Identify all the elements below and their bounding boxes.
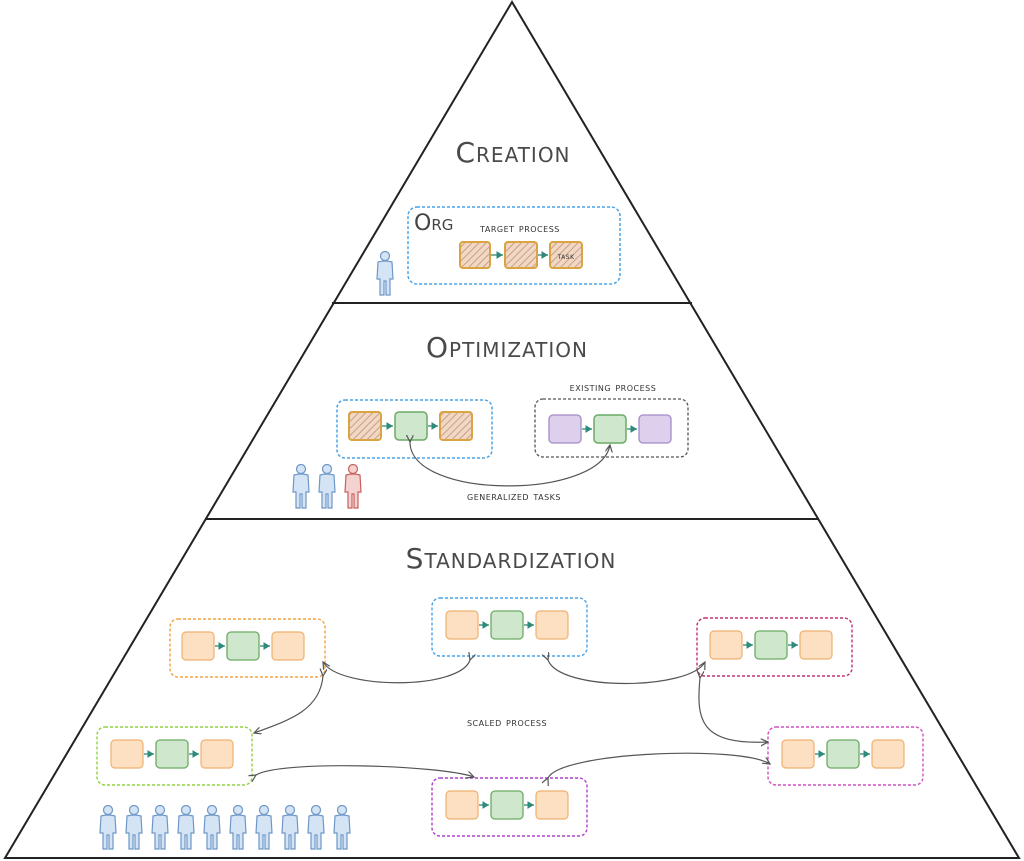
existing-process-label: existing process xyxy=(570,380,657,394)
scaled-connectors xyxy=(254,660,770,778)
scaled-process-group xyxy=(431,597,588,657)
hatched-task-5 xyxy=(439,411,473,441)
org-group xyxy=(407,206,621,285)
scaled-process-label: scaled process xyxy=(467,715,547,729)
generalized-tasks-label: generalized tasks xyxy=(467,489,561,503)
optimization-title: Optimization xyxy=(426,331,588,364)
pyramid-outline xyxy=(3,0,1021,859)
hatched-task-4 xyxy=(348,411,382,441)
generic-task-1 xyxy=(394,411,428,441)
person-icon xyxy=(376,251,394,296)
org-label: Org xyxy=(414,211,453,236)
person-icon xyxy=(292,464,336,509)
new-process-group xyxy=(336,399,493,459)
task-label: task xyxy=(556,252,575,261)
scaled-process-group xyxy=(767,726,924,786)
creation-title: Creation xyxy=(455,136,570,169)
existing-process-group xyxy=(534,398,689,458)
scaled-process-group xyxy=(96,726,253,786)
scaled-process-group xyxy=(696,617,853,677)
existing-task-1 xyxy=(548,414,582,444)
generalized-connector xyxy=(410,442,610,487)
existing-task-2 xyxy=(638,414,672,444)
hatched-task-1 xyxy=(459,241,491,269)
hatched-task-2 xyxy=(504,241,538,269)
target-process-label: target process xyxy=(479,221,560,235)
scaled-process-group xyxy=(431,777,588,837)
person-icon xyxy=(344,464,362,509)
standardization-title: Standardization xyxy=(406,542,617,575)
generic-task-2 xyxy=(593,414,627,444)
scaled-process-group xyxy=(169,618,326,678)
hatched-task-3 xyxy=(549,241,583,269)
person-icon xyxy=(99,805,351,850)
